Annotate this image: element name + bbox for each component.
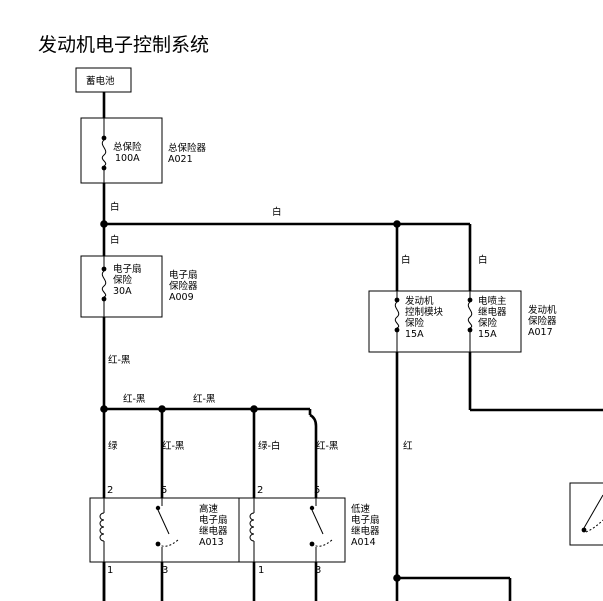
wire-label-red: 红: [403, 440, 413, 452]
relay-pin-label: 1: [258, 565, 264, 576]
wire-label-white: 白: [401, 254, 411, 266]
engine-module-fuse-line2: 控制模块: [405, 306, 444, 318]
battery-box: [75, 67, 132, 93]
main-fuse-name: 总保险: [113, 141, 142, 153]
low-relay-code: A014: [351, 537, 376, 548]
wire-label-red-black: 红-黑: [123, 393, 146, 405]
low-speed-relay-box: [238, 497, 346, 563]
fan-fuse-name-line1: 电子扇: [113, 263, 142, 275]
relay-pin-label: 1: [107, 565, 113, 576]
wire-label-green: 绿: [108, 440, 118, 452]
high-relay-code: A013: [199, 537, 224, 548]
fan-fuse-box: [80, 255, 163, 318]
main-relay-fuse-symbol: [467, 291, 473, 352]
wire-label-red-black: 红-黑: [108, 354, 131, 366]
diagram-title: 发动机电子控制系统: [38, 34, 209, 56]
wire-label-white: 白: [478, 254, 488, 266]
high-relay-line1: 高速: [199, 503, 219, 515]
main-fuse-block-code: A021: [168, 154, 193, 165]
fan-fuse-rating: 30A: [113, 286, 132, 297]
main-relay-fuse-rating: 15A: [478, 329, 497, 340]
wire-label-red-black: 红-黑: [193, 393, 216, 405]
high-relay-line3: 继电器: [199, 525, 228, 537]
relay-pin-label: 2: [107, 485, 113, 496]
relay-coil-icon: [249, 498, 255, 562]
battery-label: 蓄电池: [86, 75, 115, 87]
relay-pin-label: 5: [314, 485, 320, 496]
fan-fuse-block-code: A009: [169, 292, 194, 303]
wire-label-white: 白: [272, 206, 282, 218]
engine-module-fuse-line3: 保险: [405, 317, 425, 329]
wire-label-red-black: 红-黑: [162, 440, 185, 452]
relay-pin-label: 5: [161, 485, 167, 496]
engine-fuse-block-code: A017: [528, 327, 553, 338]
wire-label-white: 白: [110, 234, 120, 246]
relay-pin-label: 3: [315, 565, 321, 576]
high-speed-relay-box: [89, 497, 255, 563]
relay-pin-label: 3: [162, 565, 168, 576]
fan-fuse-block-line2: 保险器: [169, 280, 198, 292]
main-fuse-box: [80, 117, 163, 184]
relay-coil-icon: [99, 498, 105, 562]
main-wires: [102, 92, 603, 601]
high-relay-line2: 电子扇: [199, 514, 228, 526]
engine-module-fuse-symbol: [394, 291, 400, 352]
engine-fuse-box: [368, 290, 522, 353]
low-relay-line1: 低速: [351, 503, 371, 515]
fan-fuse-name-line2: 保险: [113, 274, 133, 286]
engine-fuse-block-line1: 发动机: [528, 304, 557, 316]
wire-label-red-black: 红-黑: [316, 440, 339, 452]
main-relay-fuse-line2: 继电器: [478, 306, 507, 318]
low-relay-line2: 电子扇: [351, 514, 380, 526]
main-fuse-rating: 100A: [115, 153, 140, 164]
low-relay-line3: 继电器: [351, 525, 380, 537]
main-relay-fuse-line1: 电喷主: [478, 295, 507, 307]
wire-label-white: 白: [110, 201, 120, 213]
main-relay-fuse-line3: 保险: [478, 317, 498, 329]
fan-fuse-symbol: [101, 256, 107, 317]
partial-relay-icon: [569, 482, 603, 546]
relay-pin-label: 2: [257, 485, 263, 496]
junction-dots: [100, 220, 401, 582]
wire-label-green-white: 绿-白: [258, 440, 280, 452]
fan-fuse-block-line1: 电子扇: [169, 269, 198, 281]
main-fuse-symbol: [101, 118, 107, 183]
relay-switch-icon: [309, 498, 333, 562]
main-fuse-block-name: 总保险器: [168, 142, 207, 154]
engine-module-fuse-rating: 15A: [405, 329, 424, 340]
relay-switch-icon: [155, 498, 179, 562]
engine-module-fuse-line1: 发动机: [405, 295, 434, 307]
engine-fuse-block-line2: 保险器: [528, 315, 557, 327]
